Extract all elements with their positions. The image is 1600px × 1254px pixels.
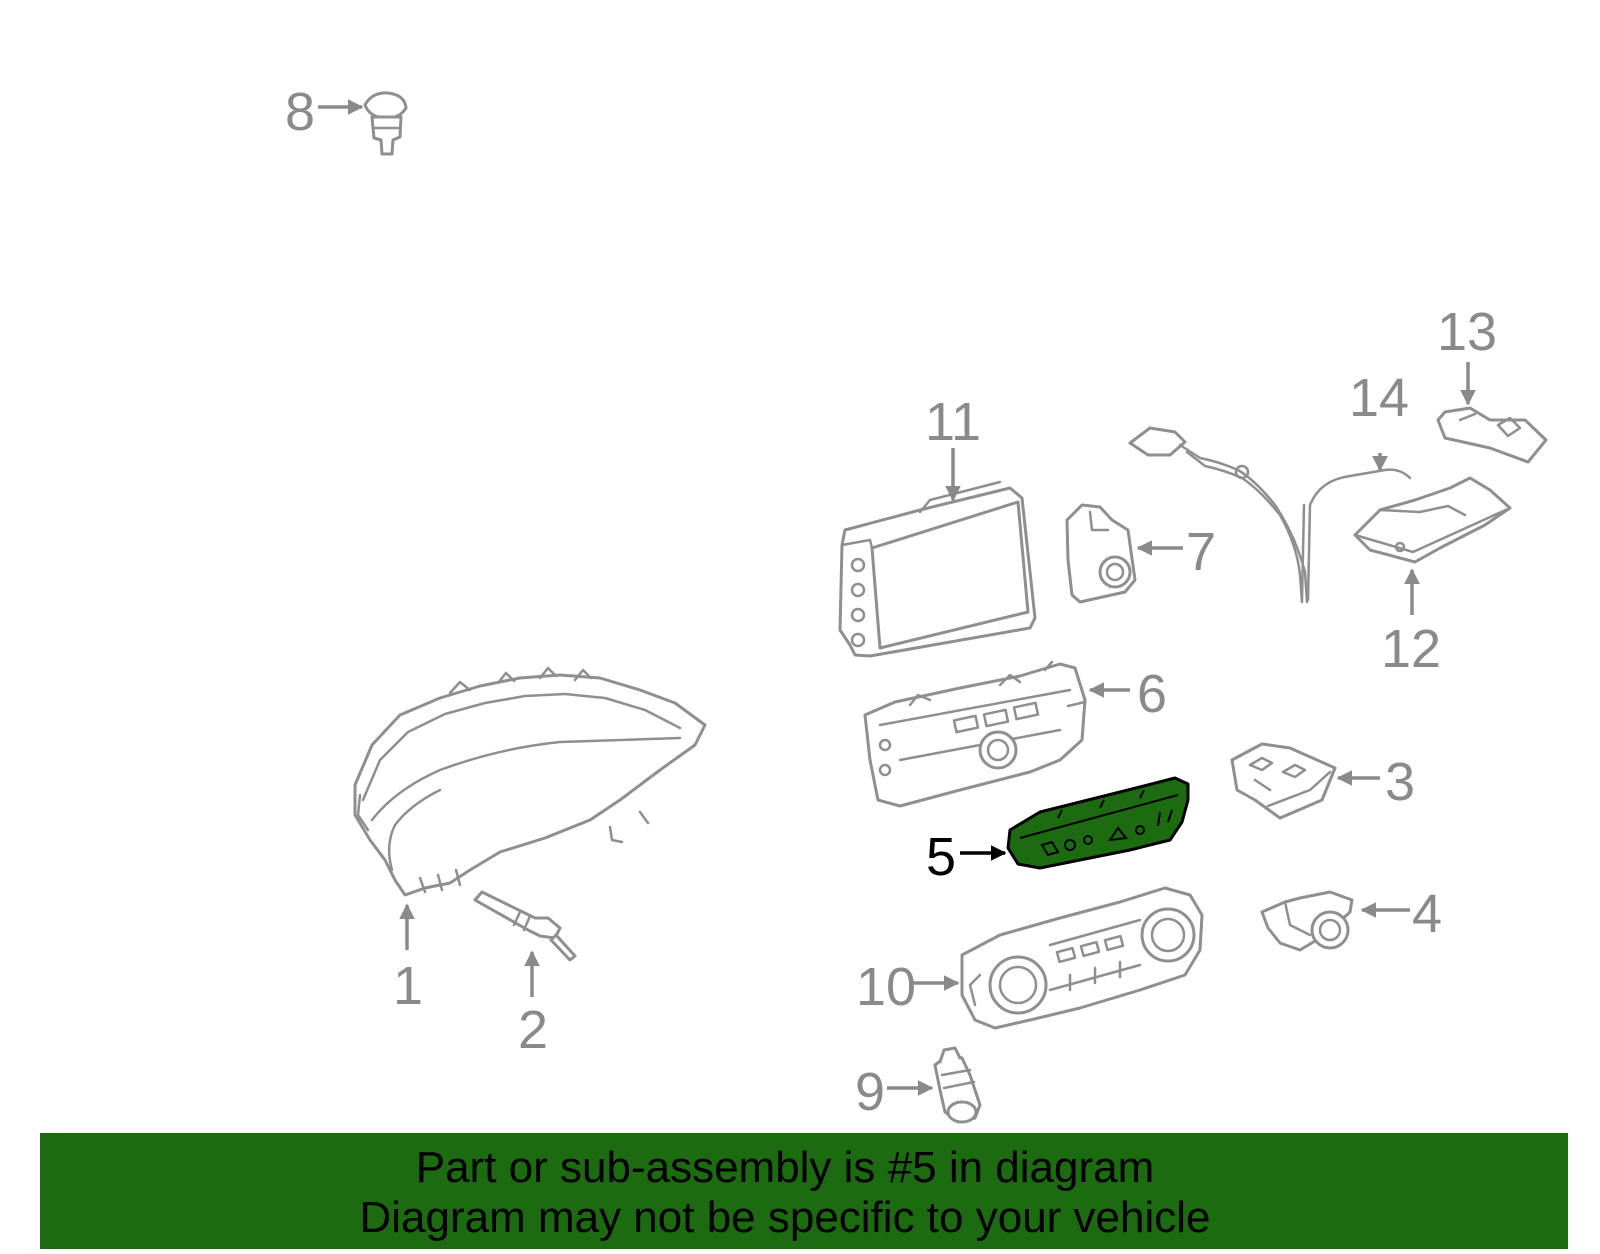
part-13-bracket bbox=[1436, 406, 1548, 464]
part-10-climate-panel bbox=[960, 886, 1204, 1030]
callout-12: 12 bbox=[1381, 619, 1441, 679]
callout-8: 8 bbox=[285, 82, 315, 142]
callout-14: 14 bbox=[1349, 368, 1409, 428]
part-2-pin bbox=[473, 890, 577, 962]
callout-5: 5 bbox=[926, 827, 956, 887]
callout-7: 7 bbox=[1186, 522, 1216, 582]
part-11-display bbox=[838, 480, 1037, 658]
part-12-module bbox=[1353, 476, 1512, 564]
callout-13: 13 bbox=[1437, 302, 1497, 362]
callout-9: 9 bbox=[855, 1062, 885, 1122]
info-banner: Part or sub-assembly is #5 in diagram Di… bbox=[40, 1133, 1568, 1249]
callout-11: 11 bbox=[925, 392, 981, 452]
callout-1: 1 bbox=[393, 956, 423, 1016]
part-6-control-panel bbox=[863, 660, 1087, 808]
part-9-knob bbox=[933, 1046, 982, 1124]
banner-line-part: Part or sub-assembly is #5 in diagram bbox=[415, 1143, 1155, 1192]
callout-10: 10 bbox=[856, 957, 916, 1017]
part-14-cable bbox=[1128, 426, 1412, 604]
banner-line-disclaimer: Diagram may not be specific to your vehi… bbox=[359, 1193, 1211, 1242]
part-8-clip bbox=[363, 91, 408, 156]
callout-3: 3 bbox=[1385, 752, 1415, 812]
callout-4: 4 bbox=[1412, 884, 1442, 944]
callout-6: 6 bbox=[1137, 664, 1167, 724]
part-4-sensor bbox=[1260, 890, 1354, 952]
part-7-camera bbox=[1065, 503, 1137, 604]
part-5-switch-panel bbox=[1006, 776, 1190, 870]
callout-2: 2 bbox=[518, 1000, 548, 1060]
part-3-switch bbox=[1230, 742, 1337, 820]
part-1-instrument-cluster bbox=[353, 666, 707, 897]
